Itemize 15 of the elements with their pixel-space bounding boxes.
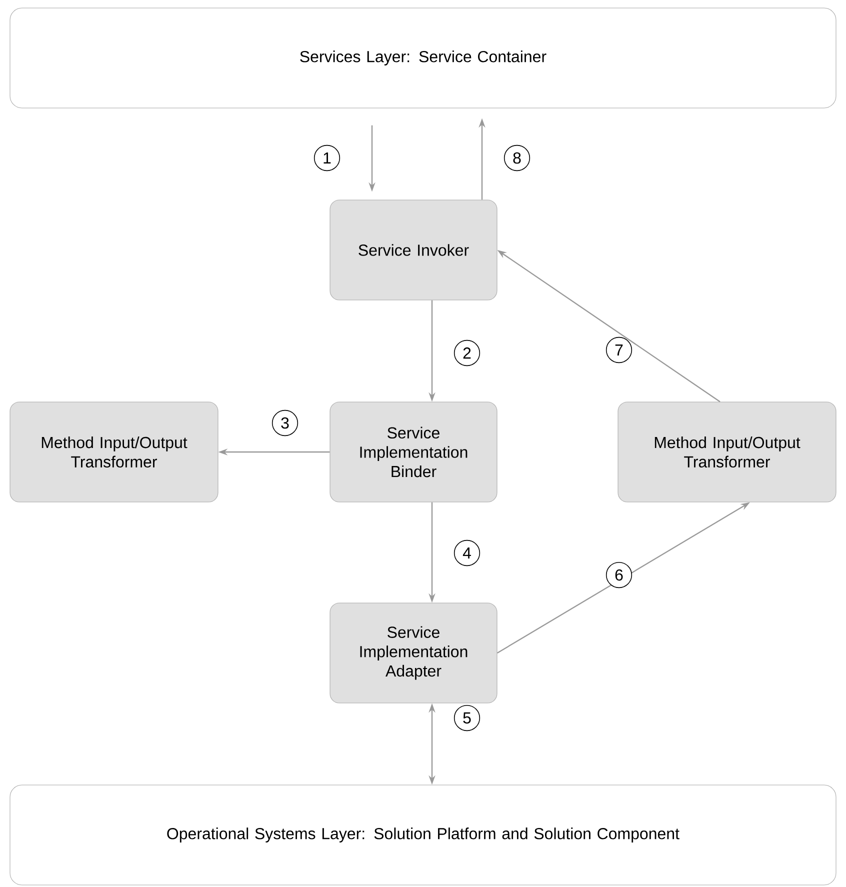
component-box: Service Implementation Binder (330, 402, 498, 502)
component-box: Service Implementation Adapter (330, 602, 498, 704)
component-box: Method Input/Output Transformer (618, 402, 836, 502)
step-number: 1 (314, 144, 340, 172)
step-number: 4 (454, 540, 480, 566)
step-number: 2 (454, 340, 480, 366)
step-number: 6 (606, 562, 632, 588)
layer-box: Services Layer: Service Container (10, 8, 836, 108)
step-number: 5 (454, 704, 480, 732)
step-number: 3 (272, 410, 298, 436)
component-box: Method Input/Output Transformer (10, 402, 218, 502)
layer-box: Operational Systems Layer: Solution Platform and Solution Component (10, 784, 836, 886)
step-number: 8 (504, 144, 530, 172)
step-number: 7 (606, 336, 632, 364)
component-box: Service Invoker (330, 200, 498, 300)
